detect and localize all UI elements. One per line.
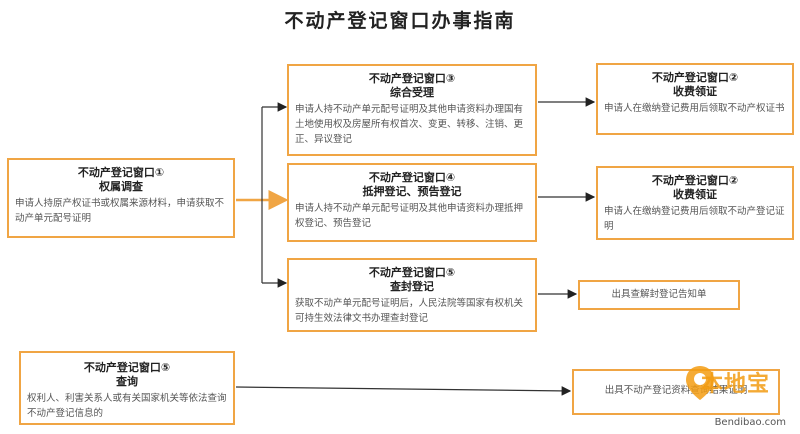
- box-mortgage-registration-window: 不动产登记窗口④: [368, 171, 456, 184]
- arrow-query-to-result: [235, 386, 572, 396]
- box-fee-certificate-1-desc: 申请人在缴纳登记费用后领取不动产权证书: [604, 103, 785, 114]
- box-mortgage-registration-desc: 申请人持不动产单元配号证明及其他申请资料办理抵押权登记、预告登记: [295, 203, 524, 229]
- box-seizure-registration-title: 查封登记: [390, 280, 434, 293]
- box-query-window: 不动产登记窗口⑤: [83, 361, 171, 374]
- box-fee-certificate-2-desc: 申请人在缴纳登记费用后领取不动产登记证明: [604, 206, 785, 232]
- box-ownership-survey-desc: 申请人持原产权证书或权属来源材料，申请获取不动产单元配号证明: [15, 198, 225, 224]
- box-fee-certificate-2-title: 收费领证: [673, 188, 717, 201]
- box-fee-certificate-2-window: 不动产登记窗口②: [651, 174, 739, 187]
- box-fee-certificate-1-title: 收费领证: [673, 85, 717, 98]
- box-mortgage-registration-title: 抵押登记、预告登记: [362, 185, 462, 198]
- box-ownership-survey: 不动产登记窗口① 权属调查 申请人持原产权证书或权属来源材料，申请获取不动产单元…: [7, 158, 235, 238]
- box-general-acceptance-desc: 申请人持不动产单元配号证明及其他申请资料办理国有土地使用权及房屋所有权首次、变更…: [295, 104, 524, 145]
- box-seizure-registration-window: 不动产登记窗口⑤: [368, 266, 456, 279]
- box-seizure-notice: 出具查解封登记告知单: [578, 280, 740, 310]
- box-general-acceptance-title: 综合受理: [390, 86, 434, 99]
- box-seizure-notice-desc: 出具查解封登记告知单: [611, 289, 707, 300]
- box-fee-certificate-2: 不动产登记窗口② 收费领证 申请人在缴纳登记费用后领取不动产登记证明: [596, 166, 794, 240]
- box-query-desc: 权利人、利害关系人或有关国家机关等依法查询不动产登记信息的: [27, 393, 227, 419]
- box-seizure-registration: 不动产登记窗口⑤ 查封登记 获取不动产单元配号证明后，人民法院等国家有权机关可持…: [287, 258, 537, 332]
- box-general-acceptance-window: 不动产登记窗口③: [368, 72, 456, 85]
- page-title: 不动产登记窗口办事指南: [284, 10, 516, 32]
- box-ownership-survey-title: 权属调查: [99, 180, 143, 193]
- watermark-text: 本地宝: [700, 372, 770, 397]
- box-fee-certificate-1: 不动产登记窗口② 收费领证 申请人在缴纳登记费用后领取不动产权证书: [596, 63, 794, 135]
- box-ownership-survey-window: 不动产登记窗口①: [77, 166, 165, 179]
- location-pin-icon: [686, 366, 714, 400]
- box-general-acceptance: 不动产登记窗口③ 综合受理 申请人持不动产单元配号证明及其他申请资料办理国有土地…: [287, 64, 537, 156]
- box-query-result: 出具不动产登记资料查询结果证明: [572, 369, 780, 415]
- box-mortgage-registration: 不动产登记窗口④ 抵押登记、预告登记 申请人持不动产单元配号证明及其他申请资料办…: [287, 163, 537, 242]
- box-fee-certificate-1-window: 不动产登记窗口②: [651, 71, 739, 84]
- box-query: 不动产登记窗口⑤ 查询 权利人、利害关系人或有关国家机关等依法查询不动产登记信息…: [19, 351, 235, 425]
- bendibao-watermark: 本地宝 Bendibao.com: [682, 360, 792, 430]
- box-query-result-desc: 出具不动产登记资料查询结果证明: [604, 385, 748, 396]
- box-seizure-registration-desc: 获取不动产单元配号证明后，人民法院等国家有权机关可持生效法律文书办理查封登记: [295, 298, 524, 324]
- box-query-title: 查询: [116, 375, 138, 388]
- watermark-url: Bendibao.com: [714, 417, 786, 428]
